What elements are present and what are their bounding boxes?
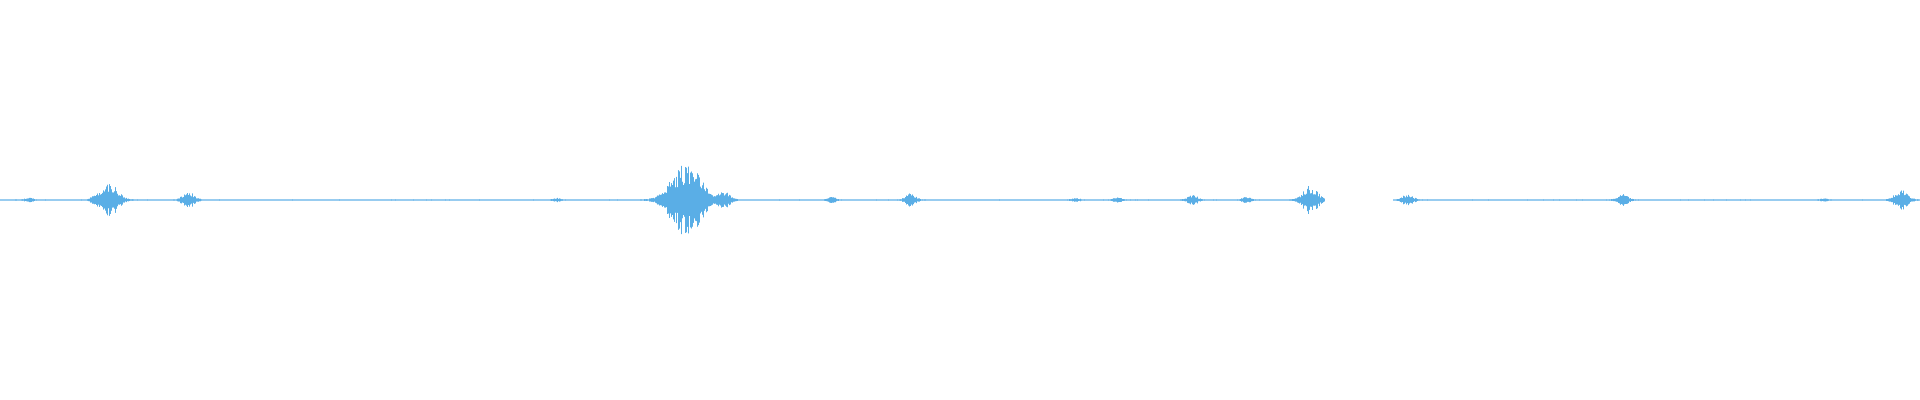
waveform-samples [0, 165, 1920, 235]
